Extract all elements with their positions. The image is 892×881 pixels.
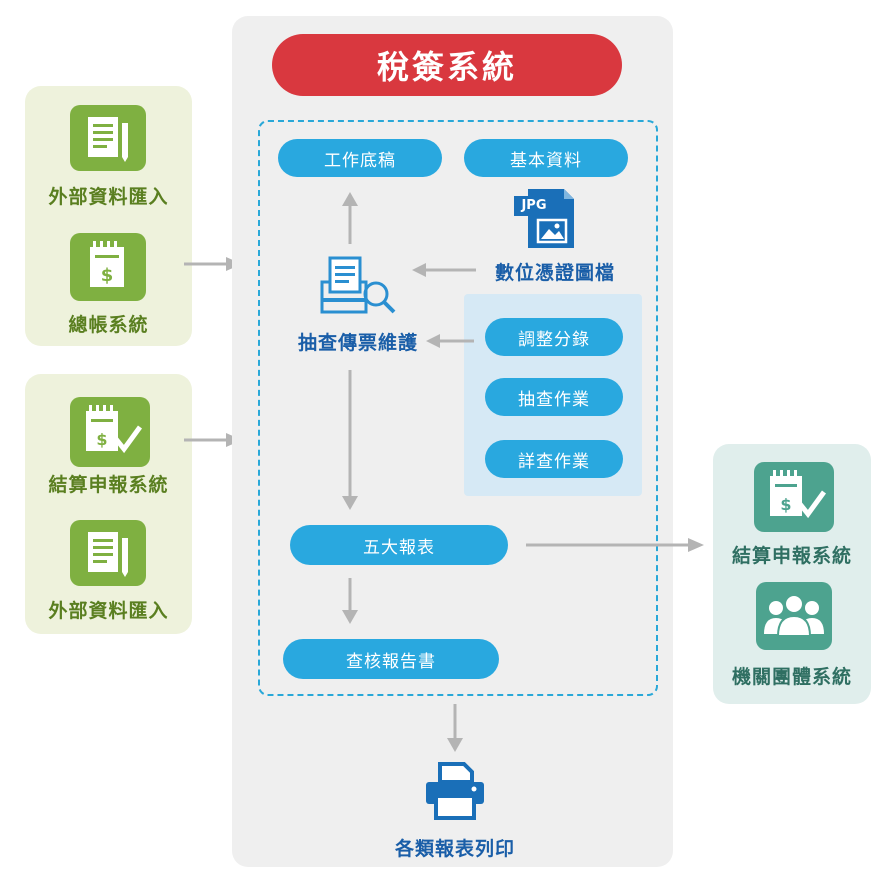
page-title: 稅簽系統 [272,34,622,96]
ledger-dollar-icon: $ [70,233,146,301]
svg-text:$: $ [101,265,114,286]
arrow-up-to-workpaper [342,192,358,244]
five-reports-pill: 五大報表 [290,525,508,565]
sub-item-pill-3: 詳查作業 [485,440,623,478]
audit-report-pill: 查核報告書 [283,639,499,679]
svg-text:$: $ [780,495,791,514]
sub-item-pill-1: 調整分錄 [485,318,623,356]
people-group-icon [756,582,832,650]
right-label-1: 結算申報系統 [731,545,852,567]
digital-voucher-label: 數位憑證圖檔 [494,262,615,284]
left-top-label-2: 總帳系統 [68,314,149,336]
arrow-from-voucher-image [412,263,476,277]
sub-item-pill-2: 抽查作業 [485,378,623,416]
jpg-badge: JPG [521,198,547,213]
arrow-to-right-panel [526,538,704,552]
arrow-from-adjustments [426,334,474,348]
svg-text:$: $ [96,430,107,449]
left-bottom-label-1: 結算申報系統 [48,474,169,496]
basic-data-pill: 基本資料 [464,139,628,177]
arrow-down-to-reports [342,370,358,510]
workpaper-pill: 工作底稿 [278,139,442,177]
arrow-down-to-print [447,704,463,752]
process-boundary [258,120,658,696]
jpg-file-icon: JPG [510,186,580,252]
left-top-label-1: 外部資料匯入 [48,186,169,208]
voucher-maintenance-label: 抽查傳票維護 [297,332,418,354]
document-pencil-icon [70,105,146,171]
ledger-check-icon: $ [70,397,150,467]
print-label: 各類報表列印 [394,838,515,860]
printer-icon [420,760,490,824]
left-bottom-label-2: 外部資料匯入 [48,600,169,622]
arrow-down-to-audit [342,578,358,624]
ledger-check-icon: $ [754,462,834,532]
right-label-2: 機關團體系統 [731,666,852,688]
document-pencil-icon [70,520,146,586]
search-document-icon [314,254,400,320]
